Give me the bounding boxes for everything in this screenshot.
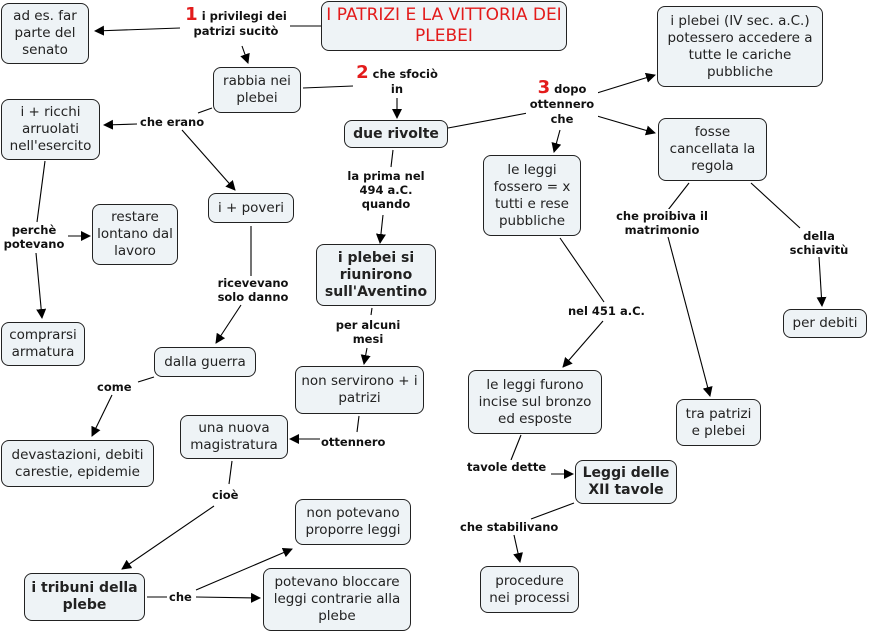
- line: [36, 160, 46, 223]
- step-number: 1: [185, 4, 198, 25]
- node-tavole[interactable]: Leggi delle XII tavole: [575, 460, 677, 504]
- line: [510, 434, 522, 461]
- arrow: [91, 394, 113, 437]
- line: [390, 149, 394, 168]
- node-magistratura[interactable]: una nuova magistratura: [180, 415, 288, 459]
- arrow: [215, 304, 242, 344]
- arrow: [103, 119, 138, 130]
- line: [667, 182, 690, 211]
- node-ricchi[interactable]: i + ricchi arruolati nell'esercito: [1, 99, 100, 160]
- arrow: [240, 45, 250, 64]
- link-dopo: 3 dopo ottennero che: [526, 77, 598, 127]
- arrow: [513, 534, 523, 563]
- link-chestabilivano: che stabilivano: [460, 520, 559, 534]
- link-sfocio: 2 che sfociò in: [353, 62, 441, 97]
- node-devastazioni[interactable]: devastazioni, debiti carestie, epidemie: [1, 440, 154, 487]
- arrow: [375, 214, 386, 244]
- link-che: che: [169, 590, 192, 604]
- line: [228, 460, 233, 485]
- arrow: [181, 129, 236, 191]
- link-come: come: [97, 380, 132, 394]
- link-ricevevano: ricevevano solo danno: [213, 276, 293, 304]
- arrow: [195, 547, 293, 591]
- arrow: [816, 256, 827, 307]
- node-guerra[interactable]: dalla guerra: [154, 347, 256, 377]
- node-leggiuguali[interactable]: le leggi fossero = x tutti e rese pubbli…: [483, 155, 581, 236]
- arrow: [360, 347, 371, 365]
- line: [530, 502, 575, 520]
- arrow: [121, 505, 215, 570]
- line: [447, 111, 534, 129]
- step-number: 3: [537, 77, 551, 98]
- link-nel451: nel 451 a.C.: [568, 304, 645, 318]
- link-cheerano: che erano: [140, 115, 205, 129]
- line: [559, 237, 605, 303]
- arrow: [195, 592, 261, 603]
- link-cioe: cioè: [212, 488, 239, 502]
- link-ottennero: ottennero: [321, 435, 386, 449]
- link-privilegi: 1 i privilegi dei patrizi sucitò: [182, 4, 290, 39]
- arrow: [35, 252, 47, 319]
- node-rivolte[interactable]: due rivolte: [344, 120, 448, 148]
- node-rabbia[interactable]: rabbia nei plebei: [213, 67, 301, 113]
- line: [370, 307, 373, 316]
- node-aventino[interactable]: i plebei si riunirono sull'Aventino: [316, 244, 436, 306]
- node-trapatrizi[interactable]: tra patrizi e plebei: [676, 399, 761, 446]
- line: [137, 376, 155, 383]
- node-poveri[interactable]: i + poveri: [208, 193, 294, 223]
- node-tribuni[interactable]: i tribuni della plebe: [24, 573, 145, 621]
- line: [197, 107, 213, 114]
- arrow: [667, 236, 713, 397]
- node-debiti[interactable]: per debiti: [783, 309, 867, 338]
- link-text: i privilegi dei patrizi sucitò: [193, 9, 287, 38]
- arrow: [562, 320, 604, 368]
- node-regola[interactable]: fosse cancellata la regola: [658, 118, 767, 181]
- node-restare[interactable]: restare lontano dal lavoro: [92, 204, 178, 265]
- link-text: dopo ottennero che: [529, 82, 595, 126]
- link-perche: perchè potevano: [1, 223, 67, 251]
- arrow: [596, 72, 656, 94]
- node-comprarsi[interactable]: comprarsi armatura: [1, 322, 85, 366]
- step-number: 2: [356, 62, 369, 83]
- arrow: [551, 129, 562, 153]
- node-processi[interactable]: procedure nei processi: [480, 566, 579, 613]
- node-cariche[interactable]: i plebei (IV sec. a.C.) potessero accede…: [657, 6, 823, 87]
- node-senato[interactable]: ad es. far parte del senato: [1, 3, 89, 64]
- map-title[interactable]: I PATRIZI E LA VITTORIA DEI PLEBEI: [321, 1, 567, 51]
- line: [302, 85, 354, 89]
- arrow: [596, 115, 656, 136]
- arrow: [94, 25, 181, 36]
- link-peralcuni: per alcuni mesi: [333, 318, 403, 346]
- link-tavoledette: tavole dette: [467, 460, 547, 474]
- node-bloccare[interactable]: potevano bloccare leggi contrarie alla p…: [263, 568, 411, 631]
- link-proibiva: che proibiva il matrimonio: [616, 209, 708, 237]
- node-servirono[interactable]: non servirono + i patrizi: [295, 366, 424, 414]
- node-nonproporre[interactable]: non potevano proporre leggi: [295, 499, 411, 545]
- line: [356, 415, 360, 433]
- node-bronzo[interactable]: le leggi furono incise sul bronzo ed esp…: [468, 370, 602, 434]
- link-text: che sfociò in: [372, 67, 438, 96]
- link-schiavitu: della schiavitù: [786, 229, 852, 257]
- line: [750, 182, 801, 229]
- link-laprima: la prima nel 494 a.C. quando: [344, 169, 428, 211]
